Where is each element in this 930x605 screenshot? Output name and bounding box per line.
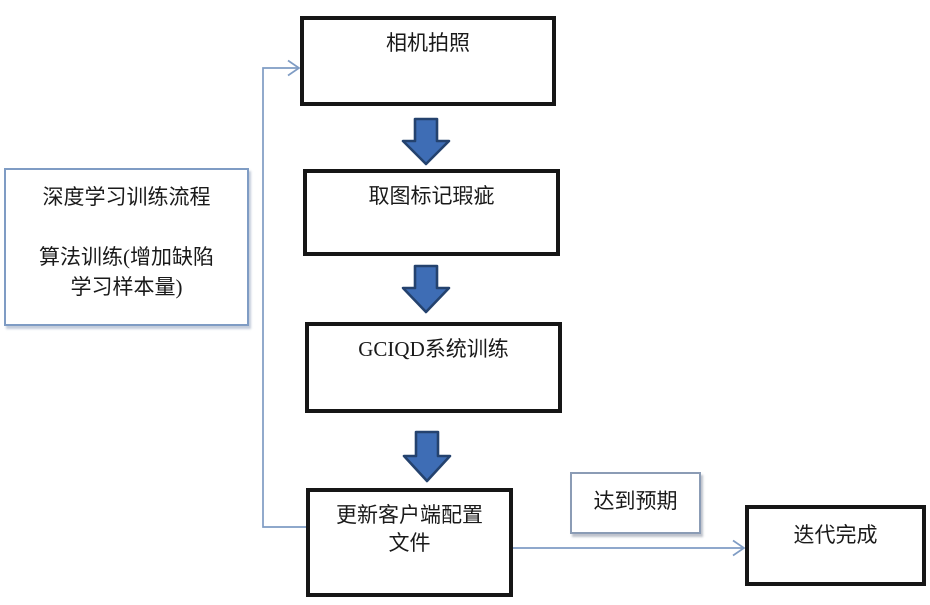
feedback-arrowhead-icon — [287, 59, 301, 77]
feedback-connector — [262, 59, 306, 528]
node-system-training: GCIQD系统训练 — [305, 322, 562, 413]
node-system-training-label: GCIQD系统训练 — [358, 337, 509, 361]
done-arrowhead-icon — [732, 539, 746, 557]
legend-text-line-1: 算法训练(增加缺陷 — [39, 245, 214, 269]
branch-label-expectation-met: 达到预期 — [570, 472, 701, 534]
node-iteration-complete: 迭代完成 — [745, 505, 926, 586]
node-update-client-config: 更新客户端配置 文件 — [306, 488, 513, 597]
node-mark-defects: 取图标记瑕疵 — [303, 169, 560, 256]
legend-box: 深度学习训练流程 算法训练(增加缺陷 学习样本量) — [4, 168, 249, 326]
legend-text-line-2: 学习样本量) — [70, 275, 183, 299]
node-mark-defects-label: 取图标记瑕疵 — [368, 184, 495, 208]
node-camera-photo-label: 相机拍照 — [386, 31, 470, 55]
down-block-arrow-3-icon — [402, 430, 452, 483]
branch-label-expectation-met-text: 达到预期 — [593, 489, 678, 513]
node-update-client-config-label-line-2: 文件 — [388, 531, 431, 555]
node-camera-photo: 相机拍照 — [300, 16, 556, 106]
node-iteration-complete-label: 迭代完成 — [793, 523, 878, 547]
node-update-client-config-label-line-1: 更新客户端配置 — [336, 503, 483, 527]
down-block-arrow-2-icon — [401, 264, 451, 314]
legend-title: 深度学习训练流程 — [42, 185, 211, 209]
done-connector — [513, 539, 746, 557]
down-block-arrow-1-icon — [401, 117, 451, 166]
